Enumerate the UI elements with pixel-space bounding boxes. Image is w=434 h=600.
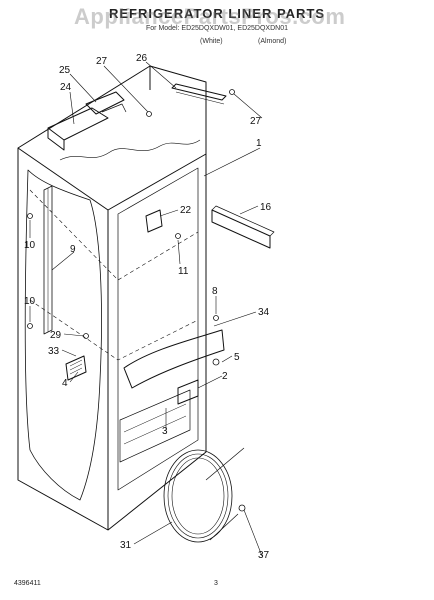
callout-numbers: 25 27 26 24 27 1 22 16 10 11 9 8 10 34 2… bbox=[24, 53, 272, 561]
callout-24: 24 bbox=[60, 82, 72, 93]
part-34-cover bbox=[123, 329, 225, 389]
part-26-strip bbox=[171, 83, 227, 105]
part-9-rail bbox=[43, 185, 53, 335]
callout-29: 29 bbox=[50, 330, 62, 341]
callout-27-right: 27 bbox=[250, 116, 262, 127]
callout-11: 11 bbox=[178, 266, 189, 277]
document-number: 4396411 bbox=[14, 580, 41, 587]
color-almond: (Almond) bbox=[258, 38, 287, 45]
callout-2: 2 bbox=[222, 371, 228, 382]
page-number: 3 bbox=[214, 580, 218, 587]
callout-1: 1 bbox=[256, 138, 262, 149]
liner-cabinet bbox=[17, 65, 207, 531]
callout-22: 22 bbox=[180, 205, 192, 216]
callout-26: 26 bbox=[136, 53, 148, 64]
callout-34: 34 bbox=[258, 307, 270, 318]
leader-lines bbox=[29, 61, 263, 557]
color-white: (White) bbox=[200, 38, 223, 45]
diagram-header: REFRIGERATOR LINER PARTS bbox=[0, 6, 434, 21]
callout-4: 4 bbox=[62, 378, 68, 389]
callout-27-top: 27 bbox=[96, 56, 108, 67]
model-numbers: For Model: ED25DQXDW01, ED25DQXDN01 bbox=[146, 25, 288, 32]
callout-31: 31 bbox=[120, 540, 132, 551]
screws bbox=[27, 89, 246, 512]
callout-8: 8 bbox=[212, 286, 218, 297]
callout-33: 33 bbox=[48, 346, 60, 357]
callout-10-upper: 10 bbox=[24, 240, 36, 251]
callout-3: 3 bbox=[162, 426, 168, 437]
callout-25: 25 bbox=[59, 65, 71, 76]
part-31-tubing bbox=[163, 447, 245, 543]
diagram-title: REFRIGERATOR LINER PARTS bbox=[108, 6, 326, 21]
callout-16: 16 bbox=[260, 202, 272, 213]
callout-10-lower: 10 bbox=[24, 296, 36, 307]
callout-9: 9 bbox=[70, 244, 76, 255]
callout-37: 37 bbox=[258, 550, 270, 561]
callout-5: 5 bbox=[234, 352, 240, 363]
watermark: AppliancePartsPros.com bbox=[74, 4, 346, 29]
model-line: For Model: ED25DQXDW01, ED25DQXDN01 bbox=[0, 24, 434, 33]
part-24-25-vent bbox=[47, 91, 127, 151]
part-22-clip bbox=[145, 209, 163, 233]
part-2-bracket bbox=[177, 379, 199, 405]
part-16-bracket bbox=[211, 205, 275, 249]
part-4-vent bbox=[65, 355, 87, 381]
